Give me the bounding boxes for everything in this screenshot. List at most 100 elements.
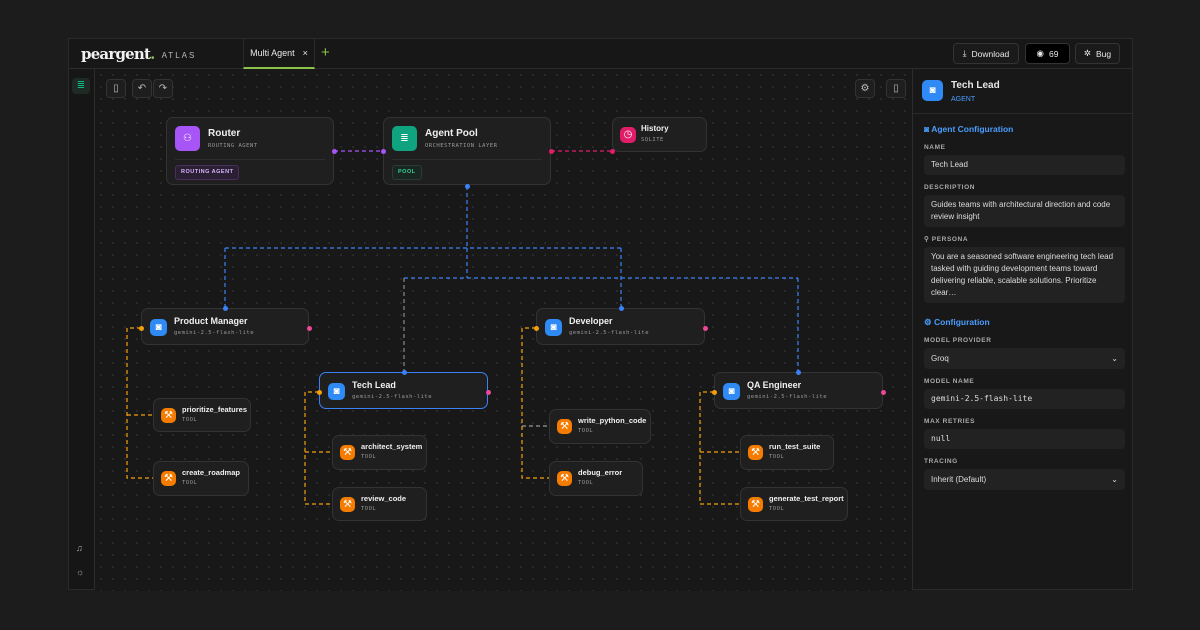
port[interactable]	[307, 326, 312, 331]
port[interactable]	[486, 390, 491, 395]
edge-techlead-tools	[304, 391, 332, 505]
history-icon: ◷	[620, 127, 636, 143]
tool-type: TOOL	[769, 506, 785, 512]
top-bar: peargent. ATLAS Multi Agent × + ⤓ Download…	[69, 39, 1132, 69]
name-field[interactable]: Tech Lead	[924, 155, 1125, 175]
port[interactable]	[881, 390, 886, 395]
bug-report-button[interactable]: ✲Bug	[1075, 43, 1120, 64]
max-retries-field[interactable]: null	[924, 429, 1125, 449]
port[interactable]	[402, 370, 407, 375]
bell-icon[interactable]: ♫	[76, 543, 83, 553]
port[interactable]	[332, 149, 337, 154]
wrench-icon: ⚒	[748, 497, 763, 512]
download-button[interactable]: ⤓ Download	[953, 43, 1019, 64]
tool-title: run_test_suite	[769, 442, 821, 451]
port[interactable]	[619, 306, 624, 311]
edge-pool-qa	[404, 248, 799, 372]
persona-field[interactable]: You are a seasoned software engineering …	[924, 247, 1125, 303]
port[interactable]	[549, 149, 554, 154]
robot-icon: ◙	[150, 319, 167, 336]
settings-button[interactable]: ⚙	[855, 79, 875, 98]
database-icon[interactable]: ≣	[72, 78, 90, 94]
port[interactable]	[610, 149, 615, 154]
node-model: gemini-2.5-flash-lite	[569, 330, 650, 336]
github-stars-button[interactable]: ◉69	[1025, 43, 1070, 64]
redo-button[interactable]: ↷	[153, 79, 173, 98]
tool-type: TOOL	[769, 454, 785, 460]
provider-label: MODEL PROVIDER	[924, 337, 992, 344]
configuration-heading: ⚙ Configuration	[924, 317, 990, 327]
tool-type: TOOL	[578, 428, 594, 434]
tracing-label: TRACING	[924, 458, 958, 465]
brand: peargent. ATLAS	[81, 39, 196, 69]
tracing-value: Inherit (Default)	[931, 474, 987, 484]
node-title: History	[641, 124, 669, 133]
node-model: gemini-2.5-flash-lite	[352, 394, 433, 400]
toggle-sidebar-button[interactable]: ▯	[106, 79, 126, 98]
model-name-label: MODEL NAME	[924, 378, 975, 385]
toggle-panel-button[interactable]: ▯	[886, 79, 906, 98]
name-label: NAME	[924, 144, 946, 151]
port[interactable]	[712, 390, 717, 395]
node-badge: ROUTING AGENT	[175, 165, 240, 180]
tool-title: prioritize_features	[182, 405, 248, 414]
port[interactable]	[317, 390, 322, 395]
sun-icon[interactable]: ☼	[76, 567, 85, 577]
tool-title: debug_error	[578, 468, 623, 477]
wrench-icon: ⚒	[557, 419, 572, 434]
port[interactable]	[139, 326, 144, 331]
undo-button[interactable]: ↶	[132, 79, 152, 98]
logo: peargent.	[81, 45, 155, 63]
node-title: Agent Pool	[425, 128, 478, 139]
bug-label: Bug	[1096, 48, 1112, 59]
robot-icon: ◙	[723, 383, 740, 400]
description-field[interactable]: Guides teams with architectural directio…	[924, 195, 1125, 227]
chevron-down-icon: ⌄	[1111, 474, 1118, 484]
port[interactable]	[534, 326, 539, 331]
wrench-icon: ⚒	[748, 445, 763, 460]
model-name-field[interactable]: gemini-2.5-flash-lite	[924, 389, 1125, 409]
port[interactable]	[223, 306, 228, 311]
port[interactable]	[381, 149, 386, 154]
port[interactable]	[703, 326, 708, 331]
node-model: gemini-2.5-flash-lite	[174, 330, 255, 336]
node-title: Tech Lead	[352, 380, 396, 390]
node-title: QA Engineer	[747, 380, 802, 390]
add-tab-button[interactable]: +	[321, 44, 330, 61]
github-icon: ◉	[1036, 48, 1044, 58]
agent-config-heading: ◙ Agent Configuration	[924, 124, 1014, 134]
tracing-select[interactable]: Inherit (Default) ⌄	[924, 469, 1125, 490]
wrench-icon: ⚒	[340, 445, 355, 460]
edge-qa-tools	[699, 391, 740, 505]
node-title: Product Manager	[174, 316, 248, 326]
port[interactable]	[465, 184, 470, 189]
chevron-down-icon: ⌄	[1111, 353, 1118, 363]
agent-node-product-manager[interactable]: ◙ Product Manager gemini-2.5-flash-lite	[141, 308, 309, 345]
tab-label: Multi Agent	[250, 48, 295, 58]
tool-title: architect_system	[361, 442, 423, 451]
tab-multi-agent[interactable]: Multi Agent ×	[243, 39, 315, 69]
download-icon: ⤓	[962, 48, 967, 58]
close-tab-icon[interactable]: ×	[302, 48, 308, 58]
provider-value: Groq	[931, 353, 949, 363]
download-label: Download	[971, 48, 1010, 59]
port[interactable]	[796, 370, 801, 375]
node-title: Router	[208, 128, 241, 139]
tool-type: TOOL	[578, 480, 594, 486]
model-provider-select[interactable]: Groq ⌄	[924, 348, 1125, 369]
